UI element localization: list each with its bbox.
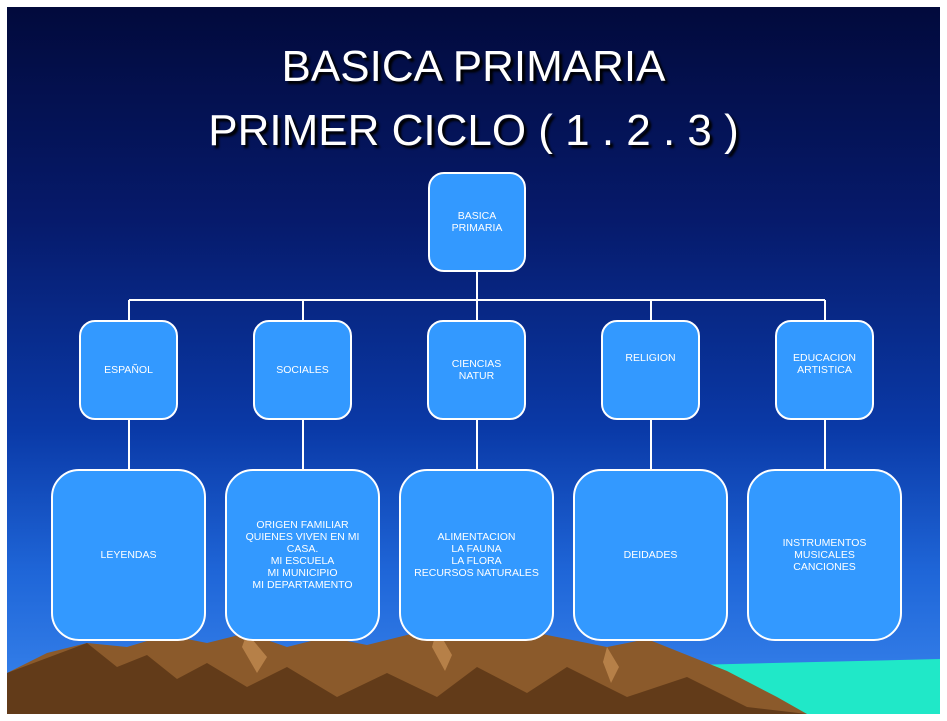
subject-node-ciencias: CIENCIAS NATUR	[427, 320, 526, 420]
content-node-espanol: LEYENDAS	[51, 469, 206, 641]
content-node-artistica: INSTRUMENTOS MUSICALES CANCIONES	[747, 469, 902, 641]
subject-node-religion: RELIGION	[601, 320, 700, 420]
content-node-sociales: ORIGEN FAMILIAR QUIENES VIVEN EN MI CASA…	[225, 469, 380, 641]
background-scene	[7, 272, 940, 714]
content-node-ciencias: ALIMENTACION LA FAUNA LA FLORA RECURSOS …	[399, 469, 554, 641]
slide-title-line2: PRIMER CICLO ( 1 . 2 . 3 )	[208, 106, 739, 155]
subject-node-sociales: SOCIALES	[253, 320, 352, 420]
subject-node-espanol: ESPAÑOL	[79, 320, 178, 420]
connectors	[128, 272, 826, 469]
subject-node-artistica: EDUCACION ARTISTICA	[775, 320, 874, 420]
root-node: BASICA PRIMARIA	[428, 172, 526, 272]
content-node-religion: DEIDADES	[573, 469, 728, 641]
slide-title-line1: BASICA PRIMARIA	[281, 42, 666, 91]
slide: BASICA PRIMARIA PRIMER CICLO ( 1 . 2 . 3…	[7, 7, 940, 714]
mountain-shadow	[7, 643, 807, 714]
